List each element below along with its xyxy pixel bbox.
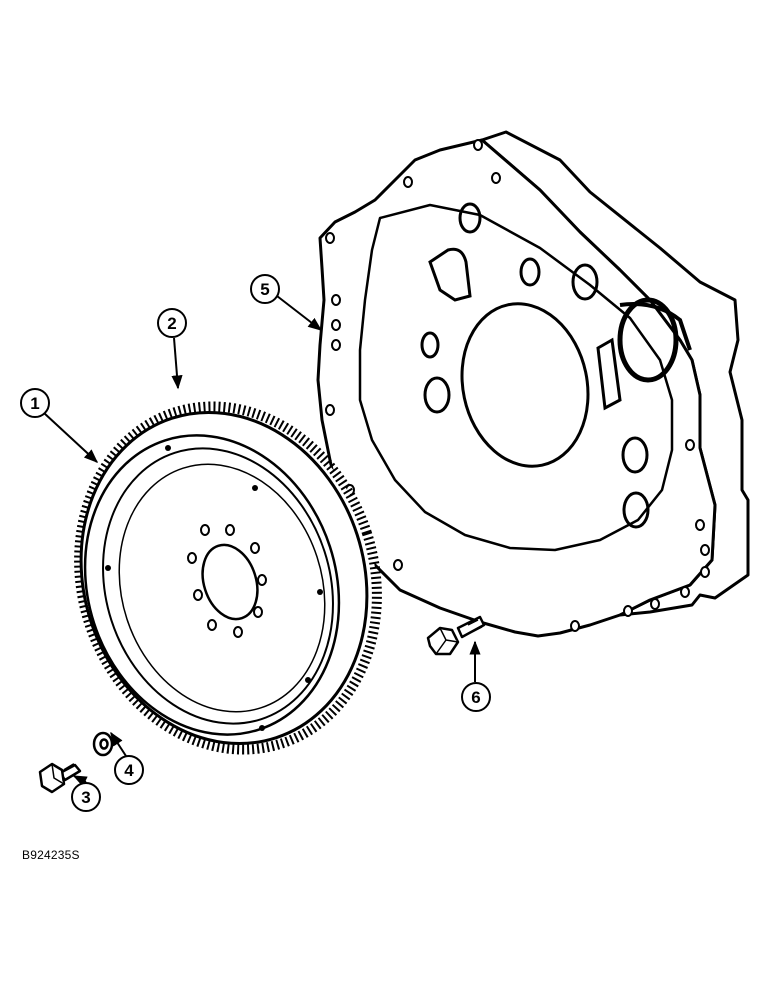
callout-6: 6 [461, 640, 491, 712]
callout-4-label: 4 [124, 761, 134, 780]
callout-1: 1 [20, 388, 99, 463]
callout-1-label: 1 [30, 394, 39, 413]
callout-5: 5 [250, 274, 323, 331]
flywheel-rim-holes [105, 445, 323, 731]
adapter-plate [316, 130, 750, 638]
flywheel-bolt-holes [187, 524, 267, 638]
callout-5-label: 5 [260, 280, 269, 299]
callout-4: 4 [110, 731, 144, 785]
washer-4 [92, 731, 114, 757]
capscrew-6 [426, 615, 486, 656]
flywheel [74, 401, 382, 755]
callout-2: 2 [157, 308, 187, 390]
callout-6-label: 6 [471, 688, 480, 707]
callout-2-label: 2 [167, 314, 176, 333]
figure-id: B924235S [22, 848, 80, 862]
adapter-plate-details [420, 202, 692, 529]
callout-3-label: 3 [81, 788, 90, 807]
callout-3: 3 [71, 775, 101, 812]
adapter-bolt-holes [325, 139, 710, 632]
capscrew-3 [38, 762, 82, 794]
